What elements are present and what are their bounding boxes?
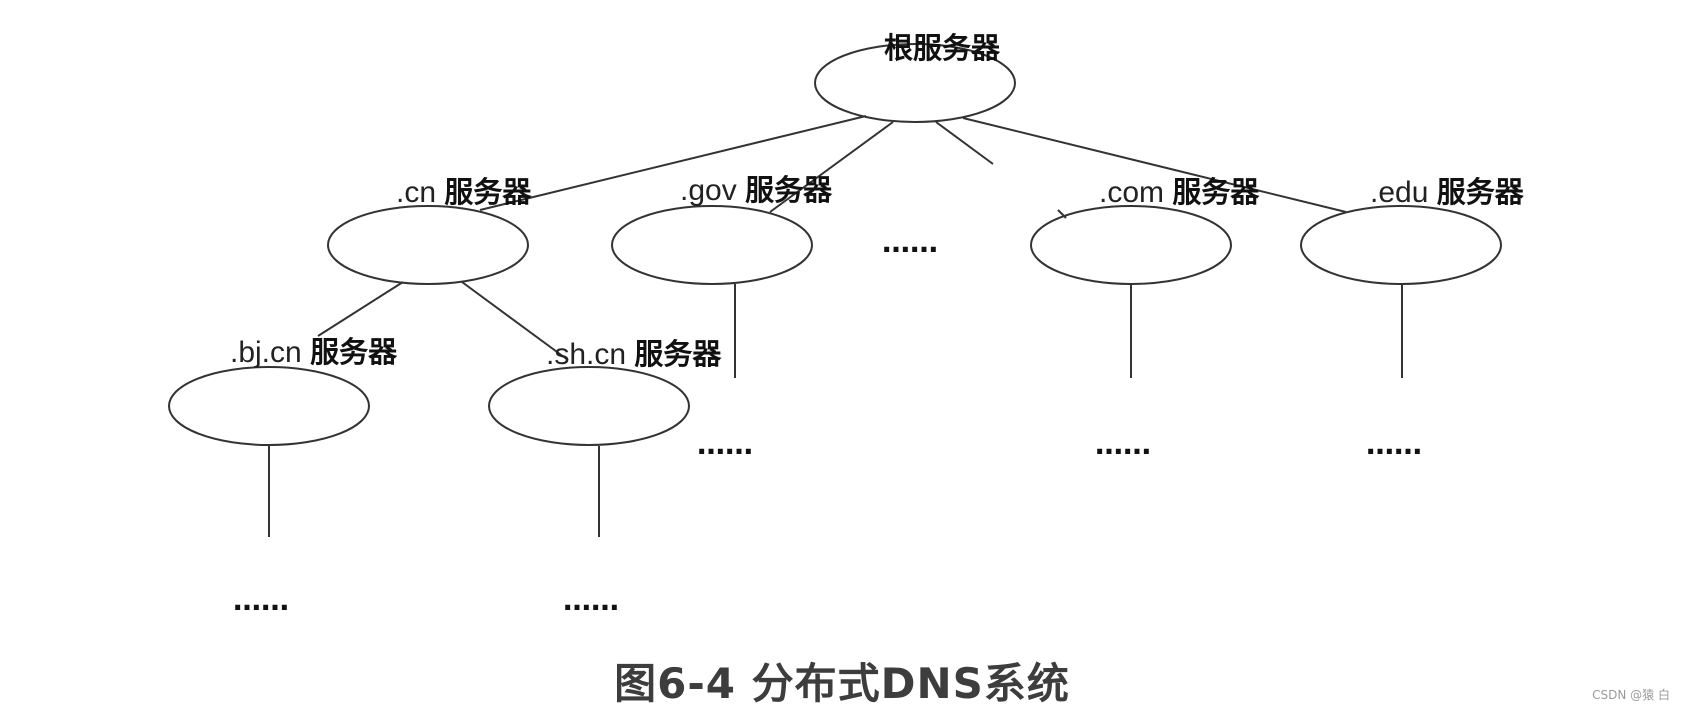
bj-cn-server-node [168, 366, 370, 446]
connector-lines [268, 115, 1403, 537]
edu-server-node [1300, 205, 1502, 285]
root-server-label: 根服务器 [884, 31, 1001, 65]
bj-cn-server-label: .bj.cn 服务器 [230, 335, 398, 369]
gov-server-node [611, 205, 813, 285]
edu-server-label: .edu 服务器 [1370, 175, 1525, 209]
edge-root-edu [962, 117, 1347, 213]
ellipsis-sh-children: …… [563, 584, 619, 617]
com-server-node [1030, 205, 1232, 285]
server-nodes [168, 43, 1502, 446]
cn-server-node [327, 205, 529, 285]
ellipsis-bj-children: …… [233, 584, 289, 617]
ellipsis-gov-children: …… [697, 428, 753, 461]
ellipsis-com-children: …… [1095, 428, 1151, 461]
gov-server-label: .gov 服务器 [680, 173, 833, 207]
ellipsis-level1-middle: …… [882, 226, 938, 259]
figure-caption: 图6-4 分布式DNS系统 [614, 659, 1070, 708]
ellipsis-edu-children: …… [1366, 428, 1422, 461]
edge-root-partial [935, 121, 994, 165]
edge-root-gov [769, 121, 894, 213]
root-server-node [814, 43, 1016, 123]
com-server-label: .com 服务器 [1099, 175, 1260, 209]
sh-cn-server-node [488, 366, 690, 446]
cn-server-label: .cn 服务器 [396, 175, 532, 209]
edge-root-cn [479, 115, 867, 211]
edge-cn-sh [461, 281, 569, 361]
sh-cn-server-label: .sh.cn 服务器 [546, 337, 722, 371]
watermark-text: CSDN @猿 白 [1592, 688, 1670, 702]
edge-cn-bj [317, 281, 404, 337]
